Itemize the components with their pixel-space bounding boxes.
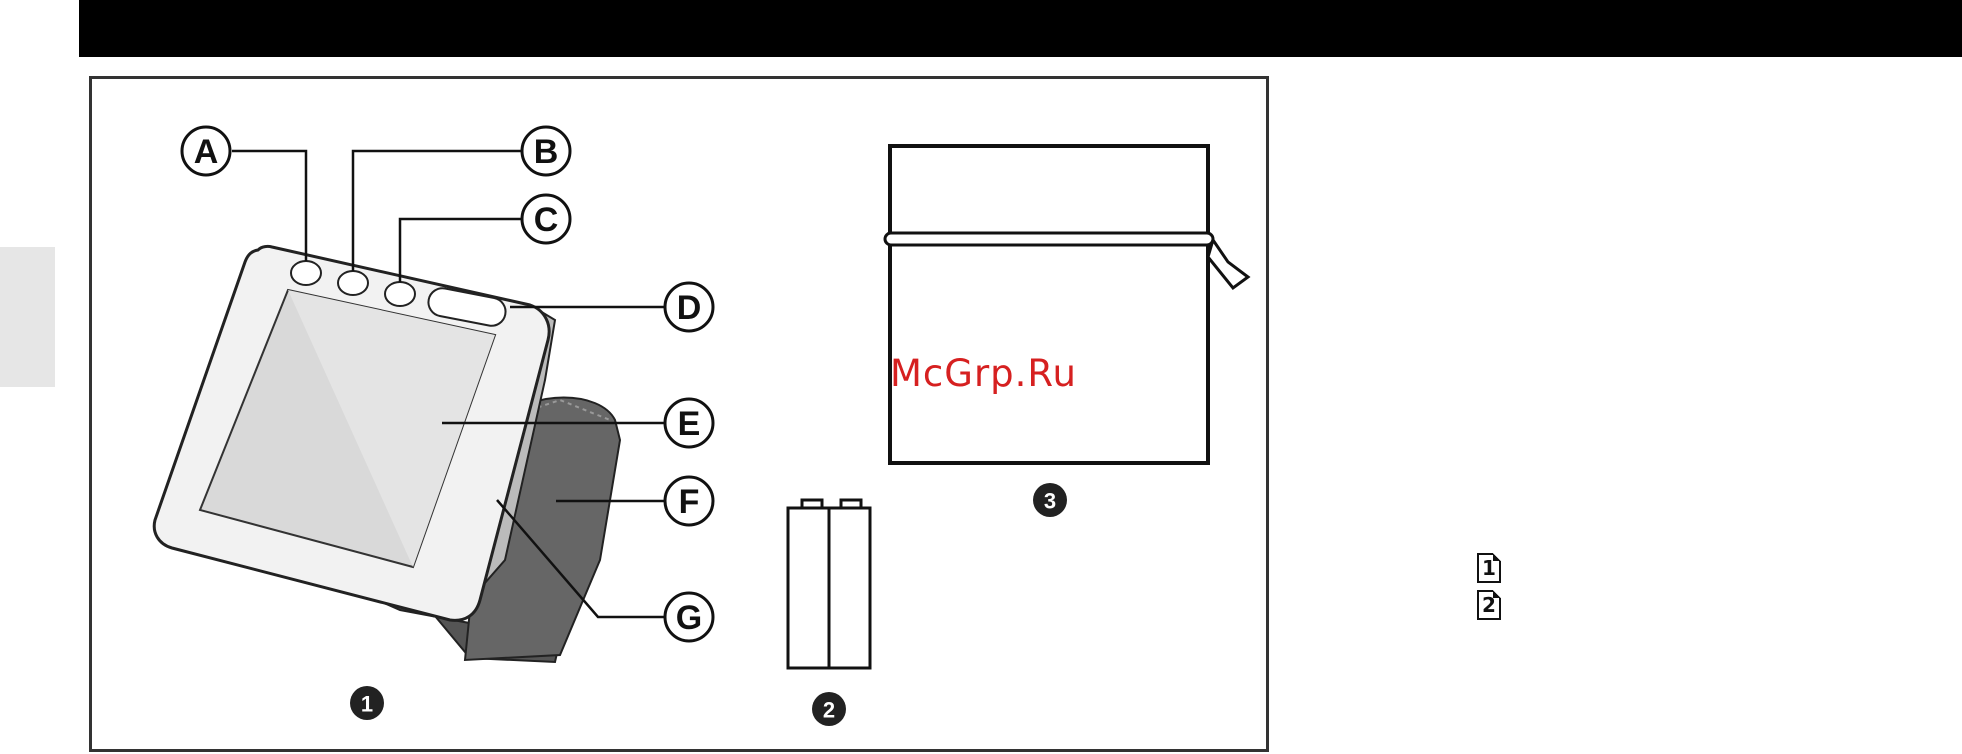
watermark-text: McGrp.Ru <box>890 352 1077 395</box>
callout-a-label: A <box>194 133 219 171</box>
button-a <box>291 261 321 285</box>
callout-e-label: E <box>678 405 701 443</box>
callout-c-label: C <box>534 201 559 239</box>
callout-d: D <box>665 283 713 331</box>
button-b <box>338 271 368 295</box>
callout-b-label: B <box>534 133 559 171</box>
callout-g-label: G <box>676 599 702 637</box>
item-number-2: 2 <box>812 692 846 726</box>
item-number-1-label: 1 <box>361 692 373 717</box>
callout-d-label: D <box>677 289 702 327</box>
callout-c: C <box>522 195 570 243</box>
page-2-icon: 2 <box>1477 590 1501 620</box>
callout-f-label: F <box>679 483 700 521</box>
page-1-icon: 1 <box>1477 553 1501 583</box>
item-number-1: 1 <box>350 686 384 720</box>
callout-f: F <box>665 477 713 525</box>
button-c <box>385 282 415 306</box>
callout-a: A <box>182 127 230 175</box>
callout-e: E <box>665 399 713 447</box>
storage-pouch <box>885 146 1248 463</box>
callout-g: G <box>665 593 713 641</box>
item-number-3: 3 <box>1033 483 1067 517</box>
batteries <box>788 500 870 668</box>
item-number-3-label: 3 <box>1044 489 1056 514</box>
callout-b: B <box>522 127 570 175</box>
item-number-2-label: 2 <box>823 698 835 723</box>
